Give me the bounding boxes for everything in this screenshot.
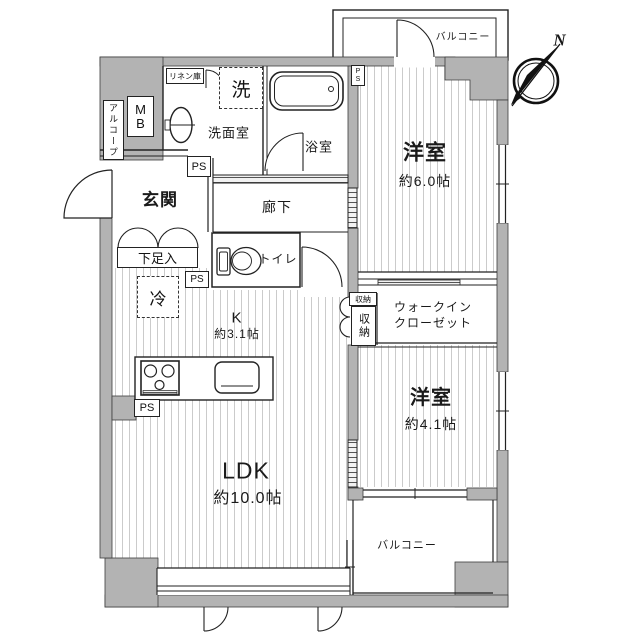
partitions	[100, 66, 378, 345]
pipe-space-box-4: PS	[134, 399, 160, 417]
compass	[511, 43, 561, 107]
entrance-door	[63, 169, 113, 219]
wall-right-3	[496, 449, 509, 563]
toilet-label: トイレ	[258, 252, 298, 266]
alcove-box: アルコープ	[103, 100, 124, 160]
wall-mid-2	[347, 227, 359, 298]
sink	[214, 361, 260, 394]
ldk-window-swing-right	[317, 606, 343, 632]
pipe-space-box-3: PS	[185, 271, 209, 288]
wall-block-bottom-left	[104, 557, 159, 608]
pipe-space-box-1: PS	[187, 156, 211, 177]
meter-box: MB	[127, 96, 154, 137]
kitchen-size: 約3.1帖	[214, 327, 260, 341]
balcony-top-label: バルコニー	[435, 32, 491, 43]
wall-left	[99, 212, 113, 559]
kitchen-label: K	[231, 309, 243, 327]
stove	[140, 360, 180, 396]
doors	[63, 19, 435, 632]
ldk-label: LDK	[222, 457, 270, 484]
washroom-label: 洗面室	[207, 125, 251, 141]
wall-right-1	[496, 99, 509, 146]
wall-stub-balcony-right	[466, 487, 498, 501]
storage-box-vertical: 収納	[351, 306, 376, 346]
balcony-bottom-label: バルコニー	[377, 539, 437, 552]
ldk-size: 約10.0帖	[213, 490, 283, 507]
wall-mid-3	[347, 344, 359, 441]
washer-box: 洗	[219, 67, 263, 109]
kitchen-counter	[134, 356, 274, 401]
hallway-label: 廊下	[262, 199, 292, 215]
bedroom-6-label: 洋室	[403, 141, 447, 165]
kitchen-ldk-floor	[112, 268, 348, 568]
shoe-cabinet-box: 下足入	[117, 247, 198, 268]
wall-stub-balcony-left	[347, 487, 364, 501]
ldk-window-swing-left	[203, 606, 229, 632]
meter-box-label: MB	[135, 101, 146, 131]
pipe-space-2-label: PS	[355, 68, 361, 83]
bedroom-6-size: 約6.0帖	[398, 173, 452, 189]
wall-left-ps-step	[111, 395, 137, 421]
wall-bottom	[104, 594, 509, 608]
ldk-bottom-window	[156, 567, 351, 595]
bathroom-door	[264, 132, 304, 172]
storage-box-small: 収納	[349, 292, 377, 306]
wic-walls	[358, 271, 497, 348]
bathroom-label: 浴室	[304, 139, 334, 155]
wall-top-right-corner	[444, 56, 509, 101]
washroom-sliding-door	[212, 174, 349, 184]
bedroom-4-floor	[358, 345, 497, 487]
refrigerator-box: 冷	[137, 276, 179, 318]
entrance-label: 玄関	[142, 190, 178, 210]
linen-closet-box: リネン庫	[166, 68, 204, 84]
wic-label-line2: クローゼット	[393, 316, 473, 330]
washbasin	[164, 106, 195, 144]
balcony-top-inner-line	[342, 17, 497, 60]
bedroom-4-sliding-door	[347, 439, 358, 488]
pipe-space-box-2: PS	[351, 65, 365, 86]
compass-north-label: N	[553, 30, 567, 50]
shoe-cabinet-doors	[117, 227, 199, 249]
toilet-door	[301, 246, 343, 288]
toilet-fixture	[216, 246, 262, 276]
bedroom-4-label: 洋室	[410, 387, 452, 409]
storage-folding-door	[339, 296, 351, 338]
balcony-door-opening	[394, 55, 435, 68]
balcony-top-door	[396, 19, 435, 58]
wic-label-line1: ウォークイン	[393, 300, 473, 314]
bathtub	[269, 71, 344, 111]
bedroom-6-sliding-door	[347, 187, 358, 229]
wall-right-2	[496, 222, 509, 373]
balcony-bottom-outline	[352, 500, 494, 595]
bedroom-4-size: 約4.1帖	[404, 416, 458, 432]
